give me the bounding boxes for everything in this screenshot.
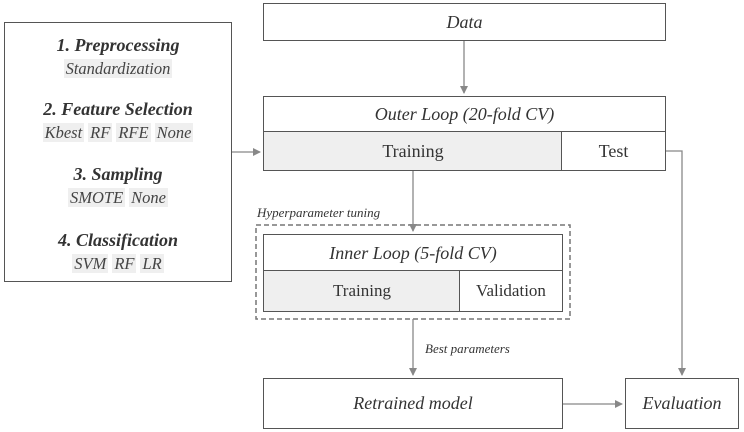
pipeline-steps-box: 1. Preprocessing Standardization 2. Feat… [4, 22, 232, 282]
step-title: 4. Classification [57, 230, 178, 250]
option-chip: RF [112, 254, 137, 273]
retrained-model-box: Retrained model [263, 378, 563, 429]
hyperparameter-tuning-frame [255, 224, 571, 320]
data-box: Data [263, 3, 666, 41]
option-chip: SVM [72, 254, 109, 273]
option-chip: LR [140, 254, 164, 273]
inner-validation-box: Validation [459, 270, 563, 312]
outer-loop-title: Outer Loop (20-fold CV) [263, 96, 666, 133]
step-title: 2. Feature Selection [43, 99, 193, 119]
outer-training-box: Training [263, 131, 563, 171]
option-chip: SMOTE [67, 188, 126, 207]
hyperparameter-tuning-label: Hyperparameter tuning [257, 205, 381, 220]
step-title: 1. Preprocessing [56, 35, 180, 55]
arrow-test-to-evaluation [666, 150, 686, 376]
option-chip: None [154, 123, 194, 142]
evaluation-box: Evaluation [625, 378, 739, 429]
option-chip: RFE [116, 123, 151, 142]
step-title: 3. Sampling [73, 164, 163, 184]
option-chip: Kbest [42, 123, 85, 142]
best-parameters-label: Best parameters [425, 341, 510, 356]
inner-training-box: Training [263, 270, 461, 312]
step-preprocessing: 1. Preprocessing Standardization [5, 35, 231, 79]
option-chip: None [129, 188, 168, 207]
step-options: Standardization [5, 59, 231, 79]
option-chip: RF [88, 123, 113, 142]
outer-test-box: Test [561, 131, 666, 171]
inner-loop-title: Inner Loop (5-fold CV) [263, 234, 563, 272]
option-chip: Standardization [63, 59, 173, 78]
